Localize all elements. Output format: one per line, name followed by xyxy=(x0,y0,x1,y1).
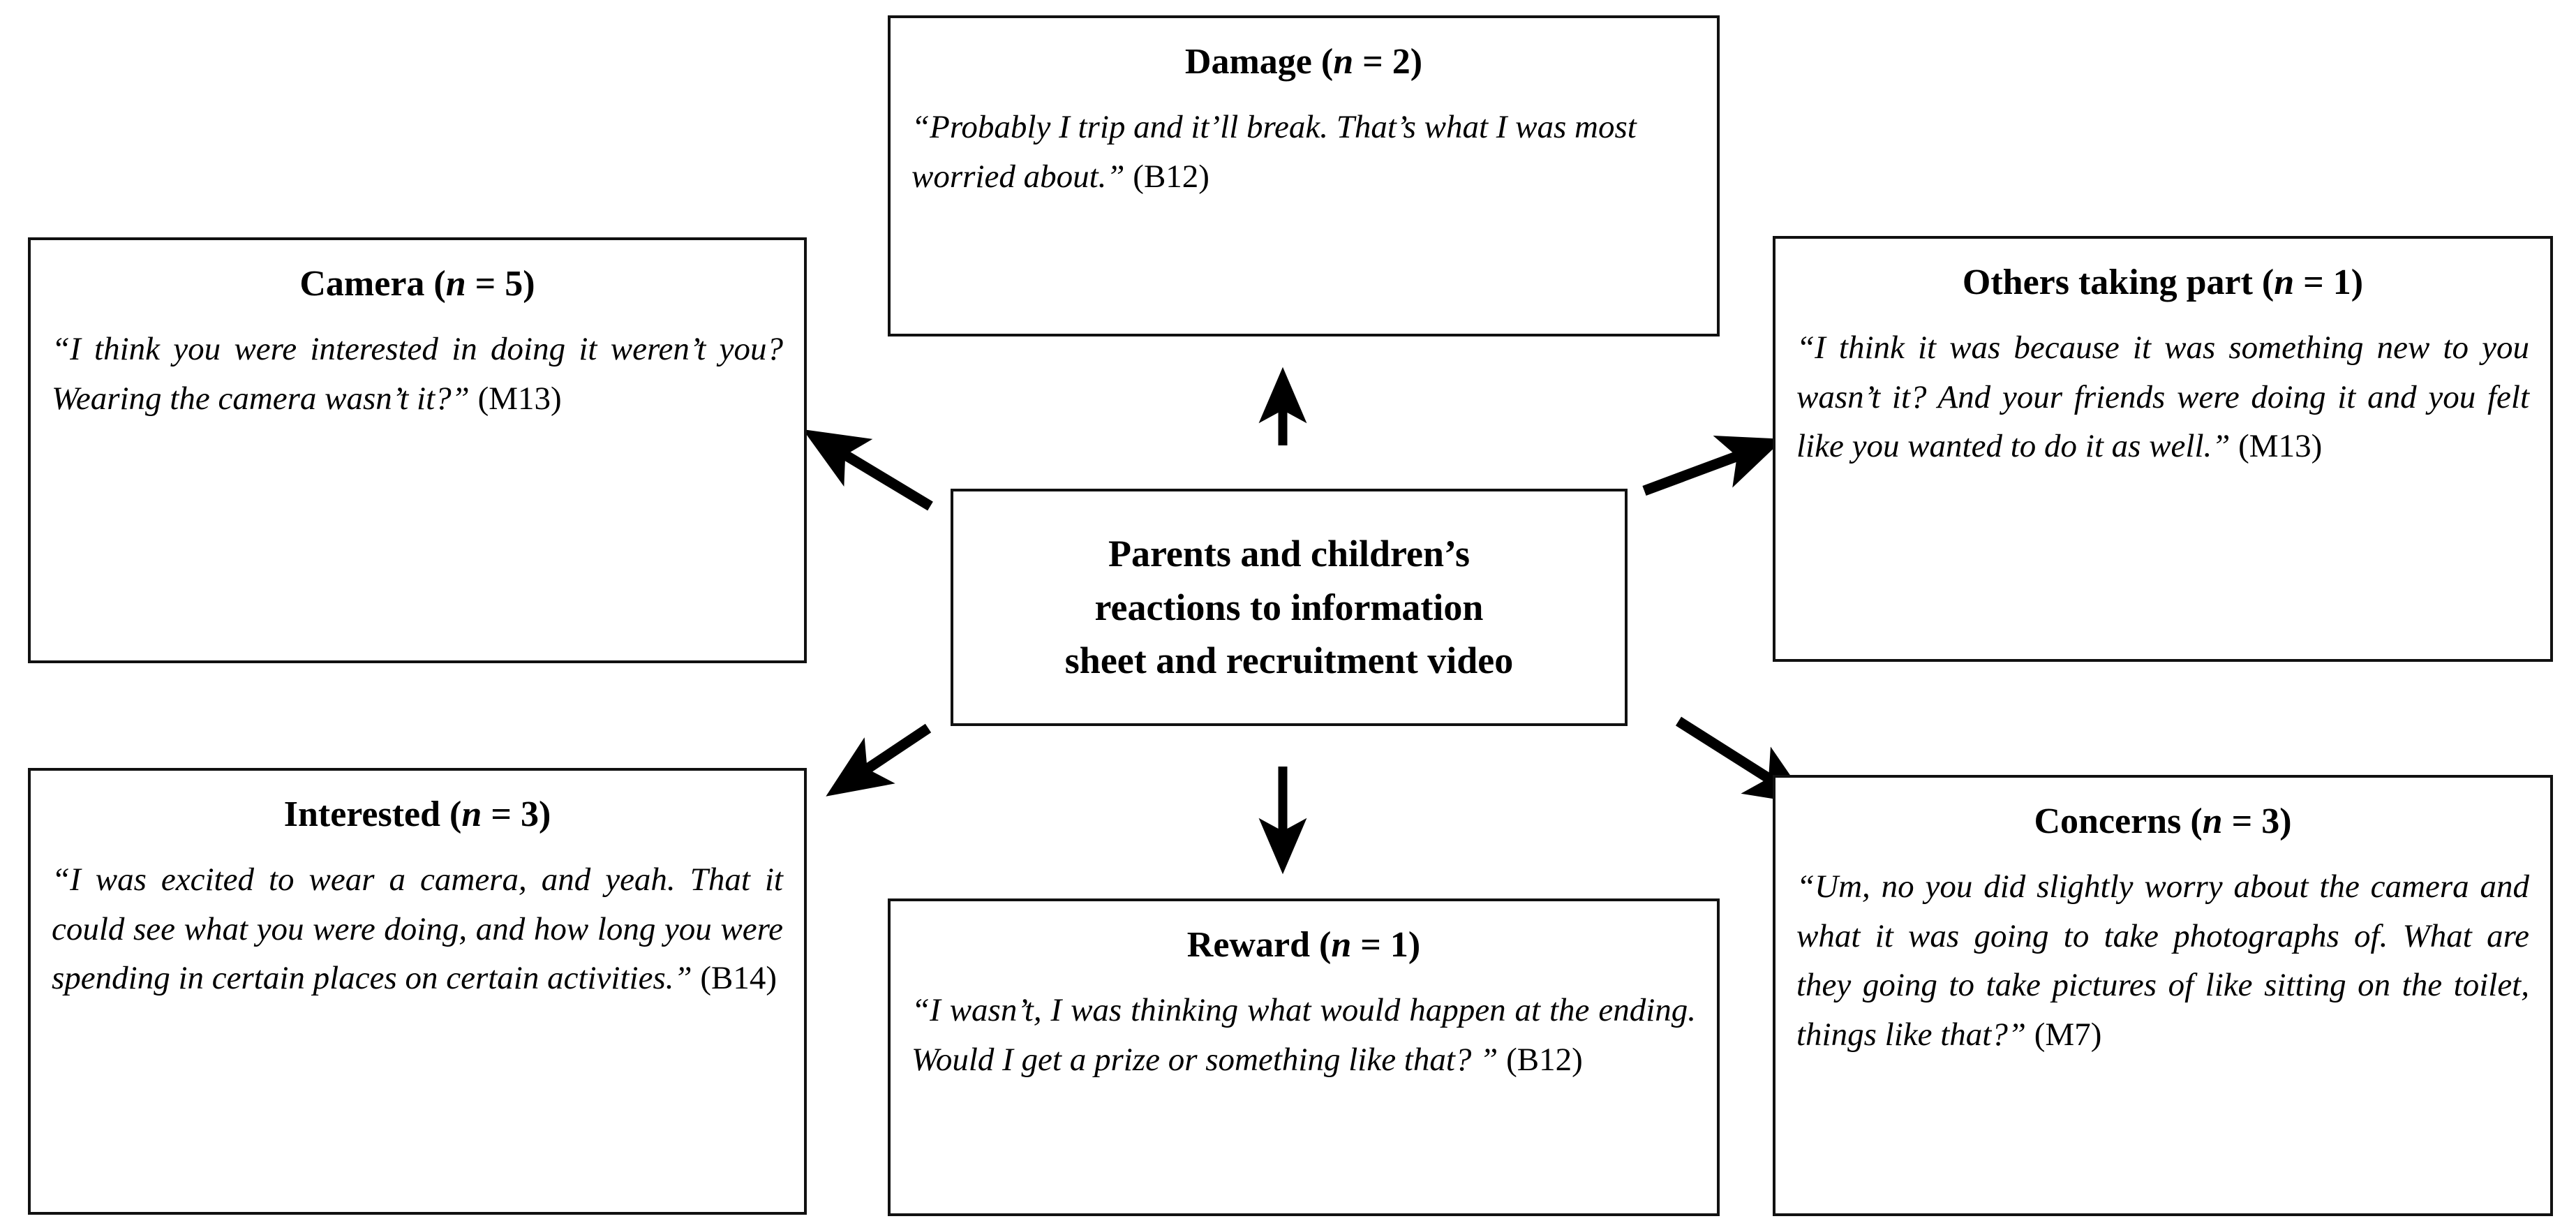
node-center[interactable]: Parents and children’s reactions to info… xyxy=(951,489,1628,726)
arrow-center-to-concerns xyxy=(1675,716,1811,805)
node-others-taking-part-quote: “I think it was because it was something… xyxy=(1796,330,2529,464)
arrow-center-to-others-taking-part xyxy=(1642,435,1784,496)
node-interested[interactable]: Interested (n = 3) “I was excited to wea… xyxy=(28,768,807,1215)
node-concerns-citation: (M7) xyxy=(2034,1016,2102,1053)
node-damage[interactable]: Damage (n = 2) “Probably I trip and it’l… xyxy=(888,15,1720,336)
node-concerns-n-symbol: n xyxy=(2202,801,2223,841)
node-center-title-line-3: sheet and recruitment video xyxy=(1064,639,1514,682)
node-center-title-line-1: Parents and children’s xyxy=(1108,532,1471,575)
node-damage-citation: (B12) xyxy=(1133,158,1209,195)
node-camera-title: Camera (n = 5) xyxy=(299,264,535,304)
node-concerns[interactable]: Concerns (n = 3) “Um, no you did slightl… xyxy=(1773,775,2553,1216)
node-damage-n-symbol: n xyxy=(1333,42,1354,82)
node-others-taking-part-citation: (M13) xyxy=(2238,428,2323,464)
node-camera[interactable]: Camera (n = 5) “I think you were interes… xyxy=(28,237,807,663)
node-center-title-line-2: reactions to information xyxy=(1094,586,1484,628)
node-others-taking-part[interactable]: Others taking part (n = 1) “I think it w… xyxy=(1773,236,2553,662)
node-camera-citation: (M13) xyxy=(477,380,562,417)
node-reward[interactable]: Reward (n = 1) “I wasn’t, I was thinking… xyxy=(888,898,1720,1216)
node-camera-n-symbol: n xyxy=(445,264,466,304)
node-interested-title: Interested (n = 3) xyxy=(283,794,551,834)
node-concerns-quote: “Um, no you did slightly worry about the… xyxy=(1796,868,2529,1053)
node-center-title: Parents and children’s reactions to info… xyxy=(1047,527,1531,688)
node-others-taking-part-title: Others taking part (n = 1) xyxy=(1962,262,2364,302)
node-camera-quote: “I think you were interested in doing it… xyxy=(52,331,783,417)
node-interested-n-symbol: n xyxy=(461,794,482,834)
node-reward-title: Reward (n = 1) xyxy=(1186,925,1421,965)
node-concerns-title: Concerns (n = 3) xyxy=(2034,801,2292,841)
node-damage-quote: “Probably I trip and it’ll break. That’s… xyxy=(911,109,1637,195)
arrow-center-to-camera xyxy=(803,429,933,511)
node-damage-title: Damage (n = 2) xyxy=(1184,42,1423,82)
node-interested-quote: “I was excited to wear a camera, and yea… xyxy=(52,861,783,996)
node-others-taking-part-n-symbol: n xyxy=(2274,262,2295,302)
node-reward-citation: (B12) xyxy=(1506,1041,1583,1078)
node-reward-n-symbol: n xyxy=(1331,925,1352,965)
arrow-center-to-interested xyxy=(826,723,932,797)
node-reward-quote: “I wasn’t, I was thinking what would hap… xyxy=(911,992,1696,1078)
node-interested-citation: (B14) xyxy=(700,960,777,996)
